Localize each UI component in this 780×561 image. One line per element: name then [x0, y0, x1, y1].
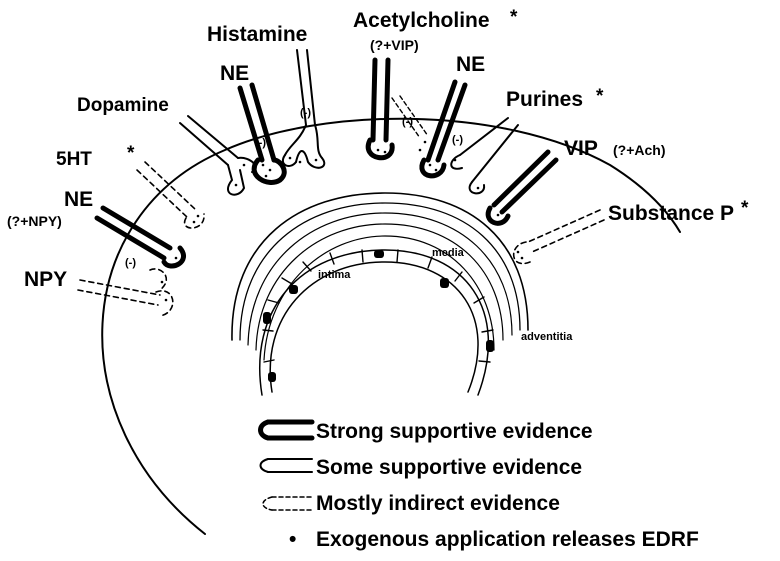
endothelial-cells: [263, 250, 493, 362]
legend-some-label: Some supportive evidence: [316, 457, 582, 478]
ne-top-right-terminal: [422, 82, 465, 176]
inhibit-mark-dopamine: (-): [255, 138, 266, 149]
vip-terminal: [488, 152, 556, 223]
label-dopamine: Dopamine: [77, 96, 169, 115]
acetylcholine-terminal: [368, 60, 392, 158]
label-ne-top-right: NE: [456, 54, 485, 75]
label-ne-top-left: NE: [220, 63, 249, 84]
legend-strong-label: Strong supportive evidence: [316, 421, 593, 442]
legend-strong-symbol: [261, 422, 313, 438]
label-substance-p: Substance P: [608, 203, 734, 224]
label-adventitia: adventitia: [521, 332, 572, 343]
label-purines: Purines: [506, 89, 583, 110]
star-serotonin: *: [127, 144, 134, 163]
inhibit-mark-acetylcholine: (-): [402, 117, 413, 128]
label-acetylcholine: Acetylcholine: [353, 10, 490, 31]
dopamine-terminal: [180, 116, 256, 195]
label-acetylcholine-note: (?+VIP): [370, 38, 419, 52]
label-ne-left: NE: [64, 189, 93, 210]
label-histamine: Histamine: [207, 24, 307, 45]
legend-indirect-label: Mostly indirect evidence: [316, 493, 560, 514]
legend-some-symbol: [261, 459, 313, 472]
vessel-wall-ring-1: [232, 193, 528, 340]
legend-bullet: •: [289, 529, 296, 550]
label-ne-left-note: (?+NPY): [7, 214, 62, 228]
star-purines: *: [596, 87, 603, 106]
npy-terminal: [78, 269, 173, 316]
star-substance-p: *: [741, 199, 748, 218]
intima-nuclei: [263, 250, 494, 382]
serotonin-terminal: [137, 162, 204, 228]
label-media: media: [432, 248, 464, 259]
label-serotonin: 5HT: [56, 150, 92, 169]
ne-top-left-terminal: [240, 85, 284, 182]
label-npy: NPY: [24, 269, 67, 290]
substance-p-terminal: [514, 210, 604, 264]
label-vip: VIP: [564, 138, 598, 159]
label-intima: intima: [318, 270, 350, 281]
legend-indirect-symbol: [263, 497, 312, 510]
inhibit-mark-histamine: (-): [300, 108, 311, 119]
inhibit-mark-npy: (-): [125, 258, 136, 269]
star-acetylcholine: *: [510, 8, 517, 27]
inhibit-mark-ne-right: (-): [452, 135, 463, 146]
intima-outer: [260, 250, 489, 395]
legend-exogenous-label: Exogenous application releases EDRF: [316, 529, 699, 550]
label-vip-note: (?+Ach): [613, 143, 666, 157]
